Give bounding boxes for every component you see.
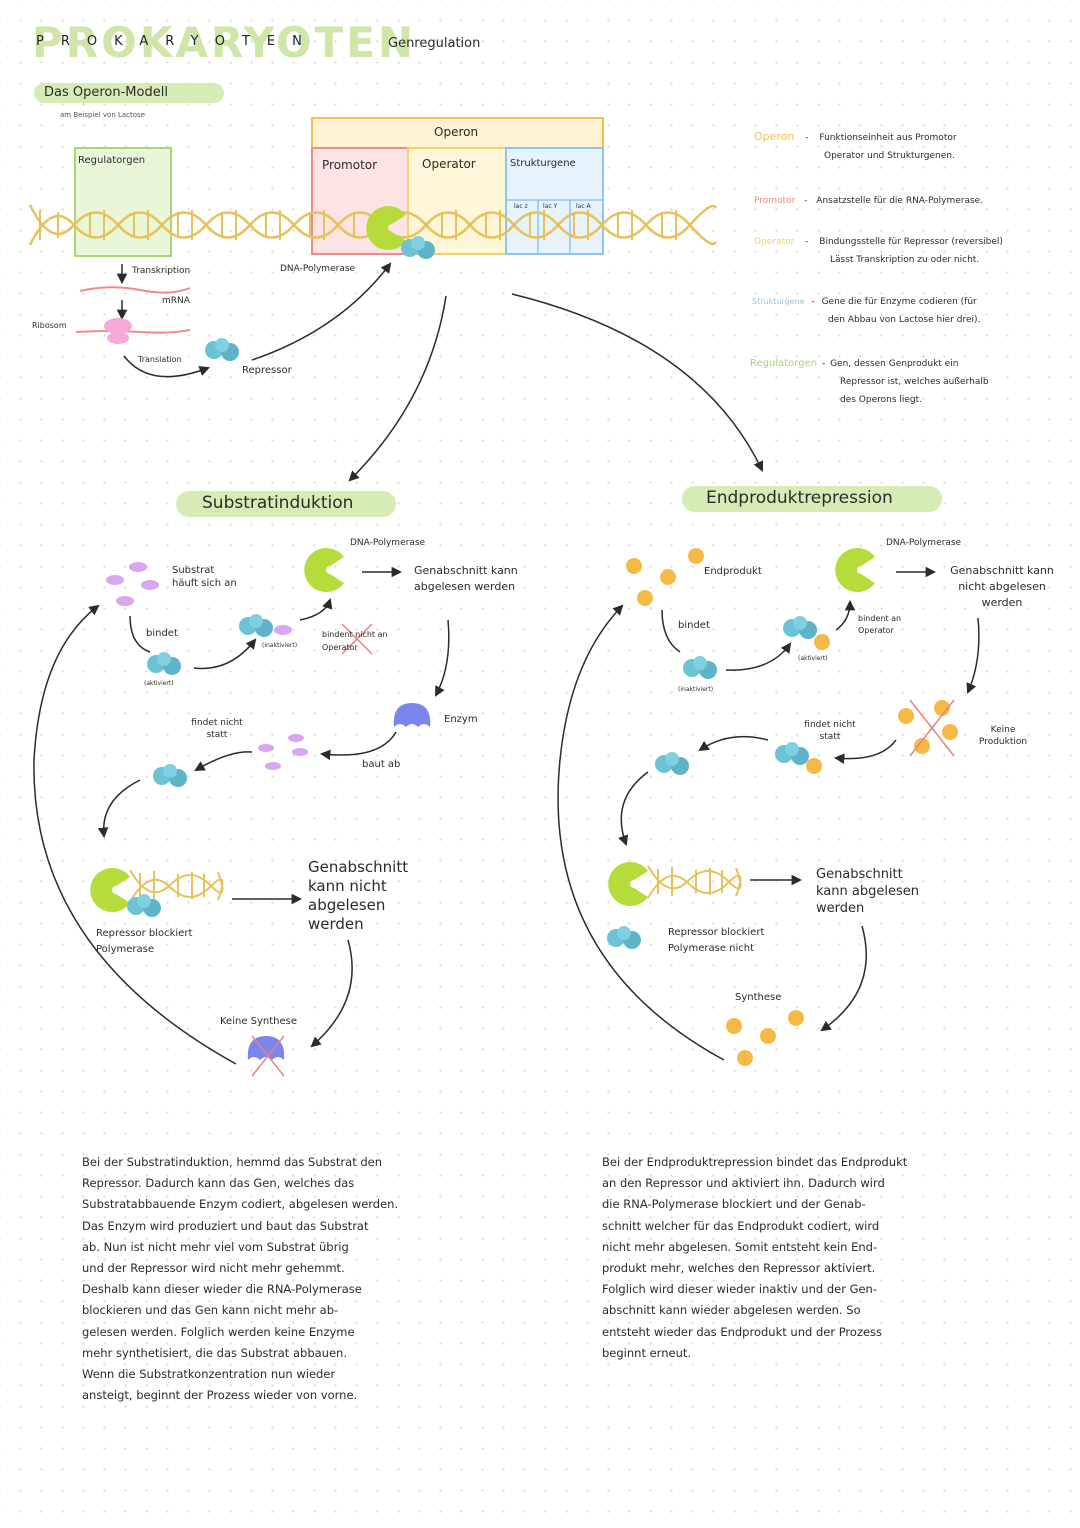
regulatorgen-label: Regulatorgen [78, 155, 146, 166]
aktiviert-label-left: (aktiviert) [144, 680, 174, 687]
findet-nicht-statt-right: findet nicht statt [804, 720, 856, 742]
baut-ab-label: baut ab [362, 759, 401, 770]
transkription-label: Transkription [132, 266, 191, 276]
endprodukt-label: Endprodukt [704, 566, 762, 577]
page-title: PROKARYOTEN [32, 18, 417, 67]
gene-lac-z: lac z [514, 203, 528, 210]
bindet-an-operator-label: bindent an Operator [858, 614, 902, 635]
findet-nicht-statt-left: findet nicht statt [191, 718, 243, 740]
legend-regulatorgen: Regulatorgen - Gen, dessen Genprodukt ei… [750, 358, 989, 405]
repressor-aktiviert-right [783, 616, 817, 639]
bindet-nicht-label: bindent nicht an Operator [322, 630, 388, 652]
gene-lac-y: lac Y [543, 203, 558, 210]
substratinduktion-paragraph: Bei der Substratinduktion, hemmd das Sub… [82, 1155, 399, 1403]
legend-operon: Operon - Funktionseinheit aus Promotor O… [754, 130, 957, 161]
genabschnitt-label-right: Genabschnitt kann abgelesen werden [816, 867, 919, 916]
model-heading: Das Operon-Modell [44, 85, 168, 100]
inaktiviert-label-right: (inaktiviert) [678, 686, 714, 693]
enzym-durchgestrichen [247, 1036, 285, 1060]
substrat-label: Substrat häuft sich an [172, 565, 237, 589]
mrna-strand [79, 286, 191, 294]
repressor-nicht-blockierend [607, 926, 641, 949]
genabschnitt-nicht-label-right: Genabschnitt kann nicht abgelesen werden [950, 564, 1054, 609]
keine-produktion-label: Keine Produktion [978, 725, 1028, 747]
page-subtitle: Genregulation [388, 36, 481, 51]
dna-polymerase-label-top: DNA-Polymerase [280, 264, 356, 274]
endprodukt-synthese [726, 1010, 804, 1066]
legend-promotor: Promotor - Ansatzstelle für die RNA-Poly… [754, 196, 984, 206]
dna-polymerase-label-right: DNA-Polymerase [886, 538, 962, 548]
substrat-cluster [106, 562, 159, 606]
inaktiviert-label-left: (inaktiviert) [262, 642, 298, 649]
gene-lac-a: lac A [576, 203, 591, 210]
dna-polymerase-label-left: DNA-Polymerase [350, 538, 426, 548]
operon-label: Operon [434, 125, 479, 139]
repressor-frei-right [655, 752, 689, 775]
genabschnitt-nicht-label-left: Genabschnitt kann nicht abgelesen werden [308, 858, 409, 933]
dna-polymerase-blocked-left [90, 868, 130, 912]
substratinduktion-heading: Substratinduktion [202, 493, 354, 513]
repressor-aktiviert-left [147, 652, 181, 675]
endproduktrepression-paragraph: Bei der Endproduktrepression bindet das … [602, 1155, 908, 1360]
endproduktrepression-heading: Endproduktrepression [706, 488, 893, 508]
repressor-label: Repressor [242, 365, 292, 376]
repressor-mit-endprodukt [775, 742, 809, 765]
model-example: am Beispiel von Lactose [60, 111, 146, 119]
bindet-label-right: bindet [678, 620, 710, 631]
bindet-label-left: bindet [146, 628, 178, 639]
repressor-blockiert-label-left: Repressor blockiert Polymerase [96, 928, 193, 955]
aktiviert-label-right: (aktiviert) [798, 655, 828, 662]
ribosom-label: Ribosom [32, 321, 67, 330]
translation-label: Translation [138, 355, 182, 364]
enzym-label: Enzym [444, 714, 478, 725]
dna-polymerase-frei-right [608, 862, 648, 906]
legend-strukturgene: Strukturgene - Gene die für Enzyme codie… [752, 297, 981, 325]
synthese-label: Synthese [735, 992, 782, 1003]
mrna-label: mRNA [162, 296, 190, 306]
enzym-left [393, 703, 431, 727]
substrat-abgebaut [258, 734, 308, 770]
strukturgene-label: Strukturgene [510, 158, 576, 169]
endprodukt-cluster [626, 548, 704, 606]
ribosom-top [104, 318, 132, 334]
page-title-overlay: PROKARYOTEN [36, 34, 319, 49]
operator-label: Operator [422, 157, 476, 171]
repressor-top [205, 338, 239, 361]
genabschnitt-label-left: Genabschnitt kann abgelesen werden [414, 564, 518, 593]
repressor-frei-left [153, 764, 187, 787]
dna-polymerase-right [835, 548, 875, 592]
repressor-inaktiviert-left [239, 614, 273, 637]
dna-polymerase-left [304, 548, 344, 592]
legend-operator: Operator - Bindungsstelle für Repressor … [754, 237, 1003, 265]
endprodukt-durchgestrichen [898, 700, 958, 754]
keine-synthese-label: Keine Synthese [220, 1016, 298, 1027]
repressor-blockiert-nicht-label: Repressor blockiert Polymerase nicht [668, 927, 765, 954]
repressor-inaktiviert-right [683, 656, 717, 679]
promotor-label: Promotor [322, 158, 378, 172]
